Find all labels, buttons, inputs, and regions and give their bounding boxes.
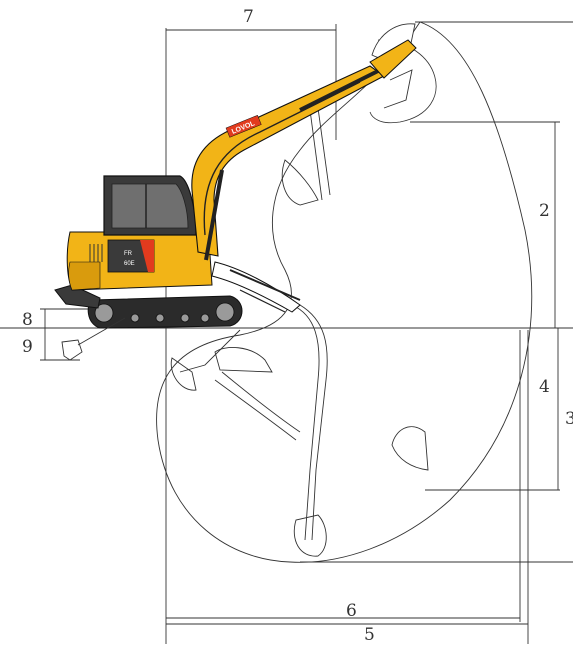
dozer-blade: [54, 284, 101, 309]
model-label-line2: 60E: [124, 261, 135, 267]
dim-label-3: 3: [565, 409, 573, 429]
working-range-envelope: [156, 21, 533, 563]
right-bucket-outline: [391, 426, 429, 471]
dim-label-9: 9: [22, 337, 33, 357]
dozer-blade-lowered: [61, 339, 83, 361]
dim-label-4: 4: [539, 377, 550, 397]
dimension-lines: [0, 21, 573, 644]
dim-label-2: 2: [539, 201, 550, 221]
dimension-numerals: 7 2 4 3 6 5 8 9: [22, 7, 573, 645]
lowered-arm: [211, 261, 301, 313]
upper-bucket-outline: [281, 159, 319, 206]
boom-cylinder: [204, 169, 224, 261]
left-bucket-outline: [170, 357, 197, 391]
counterweight: [68, 261, 101, 291]
engine-grille: [89, 244, 103, 262]
arm: [369, 39, 417, 79]
dim-label-7: 7: [243, 7, 254, 27]
model-label-line1: FR: [124, 251, 133, 257]
track-rollers: [94, 302, 235, 323]
dim-label-6: 6: [346, 601, 357, 621]
deep-bucket-outline: [293, 514, 327, 557]
dim-label-8: 8: [22, 310, 33, 330]
mid-bucket-outline: [214, 347, 273, 373]
bucket-trace-arc: [369, 39, 437, 124]
cab-window: [111, 183, 189, 229]
arm-cylinder: [299, 68, 381, 112]
boom-hoses: [203, 81, 361, 236]
excavator: FR 60E LOVOL: [54, 39, 417, 361]
dim-label-5: 5: [364, 625, 375, 644]
accent-stripe: [140, 240, 154, 272]
